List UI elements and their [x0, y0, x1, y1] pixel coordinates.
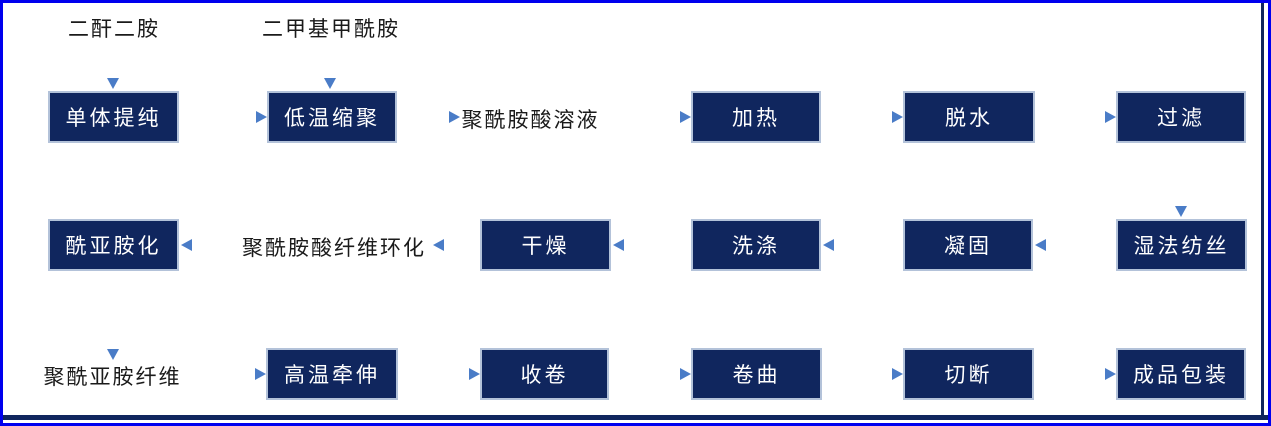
arrow-right-icon [186, 368, 266, 381]
arrow-left-icon [1035, 239, 1116, 252]
arrow-down-icon [107, 39, 120, 89]
arrow-right-icon [603, 111, 691, 124]
arrow-head [181, 239, 192, 251]
process-box-winding: 收卷 [480, 348, 609, 400]
arrow-right-icon [1034, 368, 1116, 381]
input-label-dimethylformamide: 二甲基甲酰胺 [262, 17, 400, 41]
process-box-filtration: 过滤 [1116, 91, 1246, 143]
process-box-finished-product-packaging: 成品包装 [1116, 348, 1246, 400]
process-box-wet-spinning: 湿法纺丝 [1116, 219, 1247, 271]
process-box-low-temp-polycondensation: 低温缩聚 [267, 91, 397, 143]
arrow-head [107, 349, 119, 360]
arrow-right-icon [397, 111, 460, 124]
arrow-left-icon [433, 239, 480, 252]
bottom-rule [3, 415, 1268, 420]
label-polyamic-acid-fiber-cyclization: 聚酰胺酸纤维环化 [242, 236, 426, 260]
label-polyamic-acid-solution: 聚酰胺酸溶液 [461, 108, 600, 132]
arrow-head [1105, 368, 1116, 380]
arrow-down-icon [324, 39, 337, 89]
arrow-left-icon [823, 239, 903, 252]
arrow-head [613, 239, 624, 251]
arrow-head [892, 368, 903, 380]
arrow-right-icon [179, 111, 267, 124]
arrow-head [256, 111, 267, 123]
arrow-head [892, 111, 903, 123]
arrow-head [823, 239, 834, 251]
process-box-cutting: 切断 [903, 348, 1034, 400]
process-box-imidization: 酰亚胺化 [48, 219, 179, 271]
process-box-drying: 干燥 [480, 219, 611, 271]
process-box-washing: 洗涤 [691, 219, 821, 271]
arrow-head [680, 111, 691, 123]
arrow-right-icon [821, 111, 903, 124]
arrow-head [1175, 206, 1187, 217]
arrow-head [469, 368, 480, 380]
right-rule [1261, 3, 1264, 417]
arrow-head [1105, 111, 1116, 123]
arrow-head [449, 111, 460, 123]
process-box-monomer-purification: 单体提纯 [48, 91, 179, 143]
process-box-high-temp-drawing: 高温牵伸 [266, 348, 398, 400]
arrow-head [255, 368, 266, 380]
arrow-right-icon [398, 368, 480, 381]
arrow-down-icon [107, 272, 120, 360]
arrow-down-icon [1175, 145, 1188, 217]
process-box-dehydration: 脱水 [903, 91, 1035, 143]
arrow-right-icon [1035, 111, 1116, 124]
arrow-head [107, 78, 119, 89]
arrow-head [1035, 239, 1046, 251]
process-box-coagulation: 凝固 [903, 219, 1033, 271]
arrow-left-icon [613, 239, 691, 252]
input-label-dianhydride-diamine: 二酐二胺 [68, 17, 160, 41]
process-box-crimping: 卷曲 [691, 348, 822, 400]
label-polyimide-fiber: 聚酰亚胺纤维 [43, 365, 182, 389]
arrow-left-icon [181, 239, 236, 252]
arrow-head [680, 368, 691, 380]
arrow-head [433, 239, 444, 251]
arrow-right-icon [822, 368, 903, 381]
process-box-heating: 加热 [691, 91, 821, 143]
arrow-head [324, 78, 336, 89]
arrow-right-icon [609, 368, 691, 381]
